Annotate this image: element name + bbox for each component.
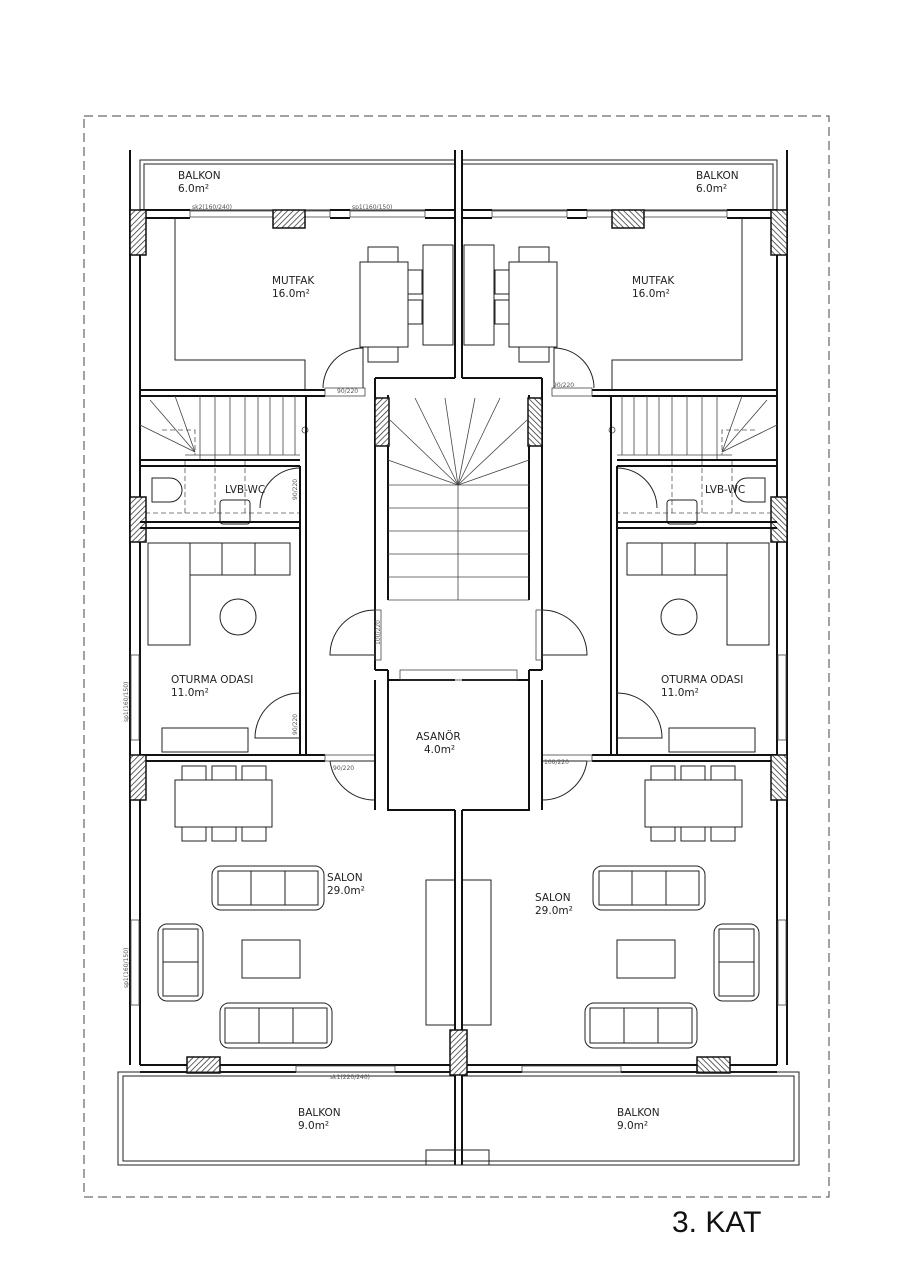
window-label: sk1(220/240) <box>330 1074 370 1081</box>
room-label: MUTFAK <box>272 275 315 287</box>
room-area: 16.0m² <box>272 288 310 300</box>
room-area: 9.0m² <box>617 1120 648 1132</box>
window-label: sp1(160/150) <box>352 204 392 211</box>
room-area: 29.0m² <box>535 905 573 917</box>
site-boundary <box>83 115 830 1198</box>
door-label: 90/220 <box>292 479 299 500</box>
room-label: SALON <box>535 892 571 904</box>
room-label: MUTFAK <box>632 275 675 287</box>
left-unit <box>117 149 456 1166</box>
room-area: 16.0m² <box>632 288 670 300</box>
left-labels: BALKON 6.0m² MUTFAK 16.0m² LVB-WC OTURMA… <box>123 170 392 1132</box>
center-wall <box>425 150 490 1166</box>
room-area: 6.0m² <box>696 183 727 195</box>
room-area: 9.0m² <box>298 1120 329 1132</box>
room-label: LVB-WC <box>705 484 745 496</box>
window-label: sp1(160/150) <box>123 948 130 988</box>
door-label: 90/220 <box>333 765 354 772</box>
room-area: 11.0m² <box>171 687 209 699</box>
room-label: SALON <box>327 872 363 884</box>
door-label: 90/220 <box>553 382 574 389</box>
room-label: OTURMA ODASI <box>171 674 253 686</box>
right-unit <box>461 149 800 1166</box>
room-label: BALKON <box>617 1107 660 1119</box>
floor-title: 3. KAT <box>672 1206 761 1239</box>
elevator-area: 4.0m² <box>424 744 455 756</box>
room-label: BALKON <box>696 170 739 182</box>
elevator-label: ASANÖR <box>416 730 461 743</box>
window-label: sk2(160/240) <box>192 204 232 211</box>
window-label: sp1(160/150) <box>123 682 130 722</box>
door-label: 100/220 <box>544 759 569 766</box>
door-label: 100/220 <box>375 620 382 645</box>
door-label: 90/220 <box>337 388 358 395</box>
room-area: 29.0m² <box>327 885 365 897</box>
door-label: 90/220 <box>292 714 299 735</box>
room-label: LVB-WC <box>225 484 265 496</box>
room-area: 6.0m² <box>178 183 209 195</box>
main-staircase <box>387 397 530 681</box>
room-area: 11.0m² <box>661 687 699 699</box>
room-label: BALKON <box>178 170 221 182</box>
room-label: BALKON <box>298 1107 341 1119</box>
room-label: OTURMA ODASI <box>661 674 743 686</box>
right-labels: BALKON 6.0m² MUTFAK 16.0m² LVB-WC OTURMA… <box>535 170 745 1132</box>
